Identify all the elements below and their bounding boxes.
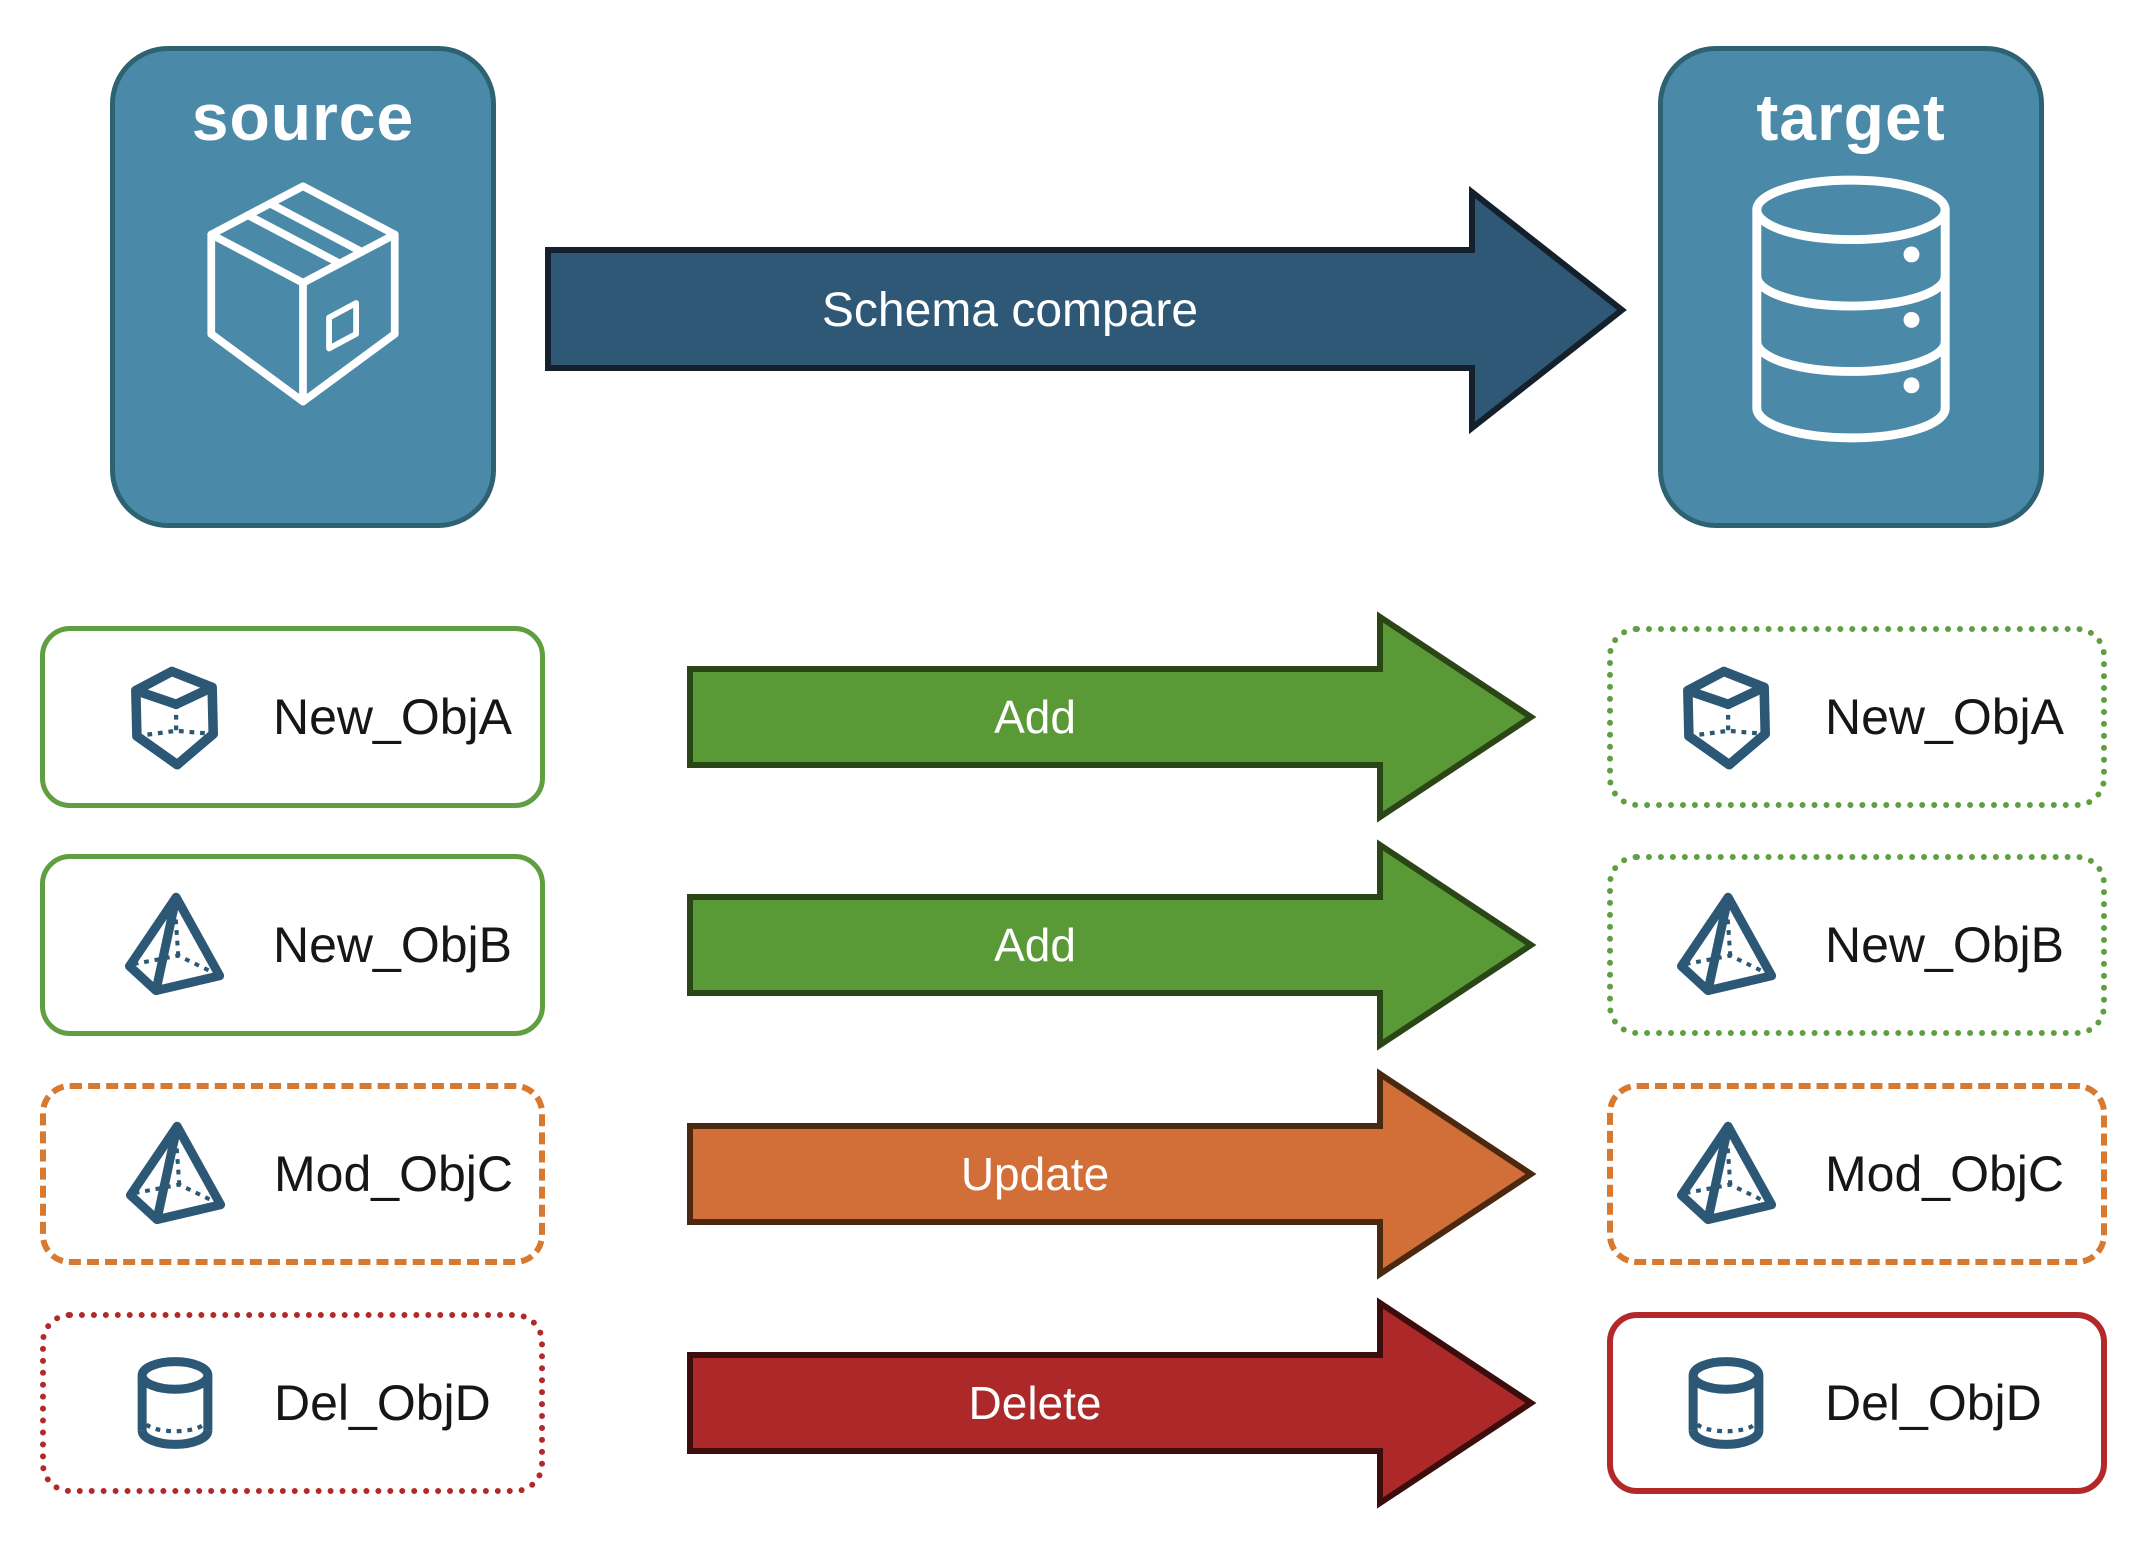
object-name: Del_ObjD	[1825, 1375, 2042, 1431]
source-object-box-del-objd: Del_ObjD	[40, 1312, 545, 1494]
target-object-box-del-objd: Del_ObjD	[1607, 1312, 2107, 1494]
object-name: New_ObjB	[273, 917, 512, 973]
pyramid-icon	[121, 892, 227, 998]
object-name: New_ObjA	[273, 689, 512, 745]
object-row-new-objb: New_ObjB Add New_ObjB	[0, 839, 2150, 1051]
add-arrow: Add	[687, 611, 1537, 823]
source-label: source	[191, 80, 415, 154]
add-arrow: Add	[687, 839, 1537, 1051]
object-name: New_ObjA	[1825, 689, 2064, 745]
package-icon	[169, 165, 437, 450]
source-object-box-mod-objc: Mod_ObjC	[40, 1083, 545, 1265]
object-row-new-obja: New_ObjA Add New_ObjA	[0, 611, 2150, 823]
target-object-box-new-objb: New_ObjB	[1607, 854, 2107, 1036]
source-node: source	[110, 46, 496, 528]
target-label: target	[1756, 80, 1946, 154]
pyramid-icon	[1673, 892, 1779, 998]
delete-arrow: Delete	[687, 1297, 1537, 1509]
update-arrow-label: Update	[960, 1148, 1110, 1200]
database-icon	[1735, 165, 1968, 458]
cylinder-icon	[122, 1350, 228, 1456]
schema-compare-arrow-label: Schema compare	[821, 283, 1199, 337]
target-object-box-mod-objc: Mod_ObjC	[1607, 1083, 2107, 1265]
cylinder-icon	[1673, 1350, 1779, 1456]
pyramid-icon	[122, 1121, 228, 1227]
update-arrow: Update	[687, 1068, 1537, 1280]
cube-icon	[121, 664, 227, 770]
object-name: New_ObjB	[1825, 917, 2064, 973]
object-name: Del_ObjD	[274, 1375, 491, 1431]
target-node: target	[1658, 46, 2044, 528]
pyramid-icon	[1673, 1121, 1779, 1227]
source-object-box-new-obja: New_ObjA	[40, 626, 545, 808]
source-object-box-new-objb: New_ObjB	[40, 854, 545, 1036]
add-arrow-label: Add	[994, 919, 1076, 971]
add-arrow-label: Add	[994, 691, 1076, 743]
schema-compare-arrow: Schema compare	[545, 185, 1627, 435]
object-name: Mod_ObjC	[1825, 1146, 2064, 1202]
object-name: Mod_ObjC	[274, 1146, 513, 1202]
object-row-del-objd: Del_ObjD Delete Del_ObjD	[0, 1297, 2150, 1509]
object-row-mod-objc: Mod_ObjC Update Mod_ObjC	[0, 1068, 2150, 1280]
target-object-box-new-obja: New_ObjA	[1607, 626, 2107, 808]
delete-arrow-label: Delete	[968, 1377, 1102, 1429]
cube-icon	[1673, 664, 1779, 770]
